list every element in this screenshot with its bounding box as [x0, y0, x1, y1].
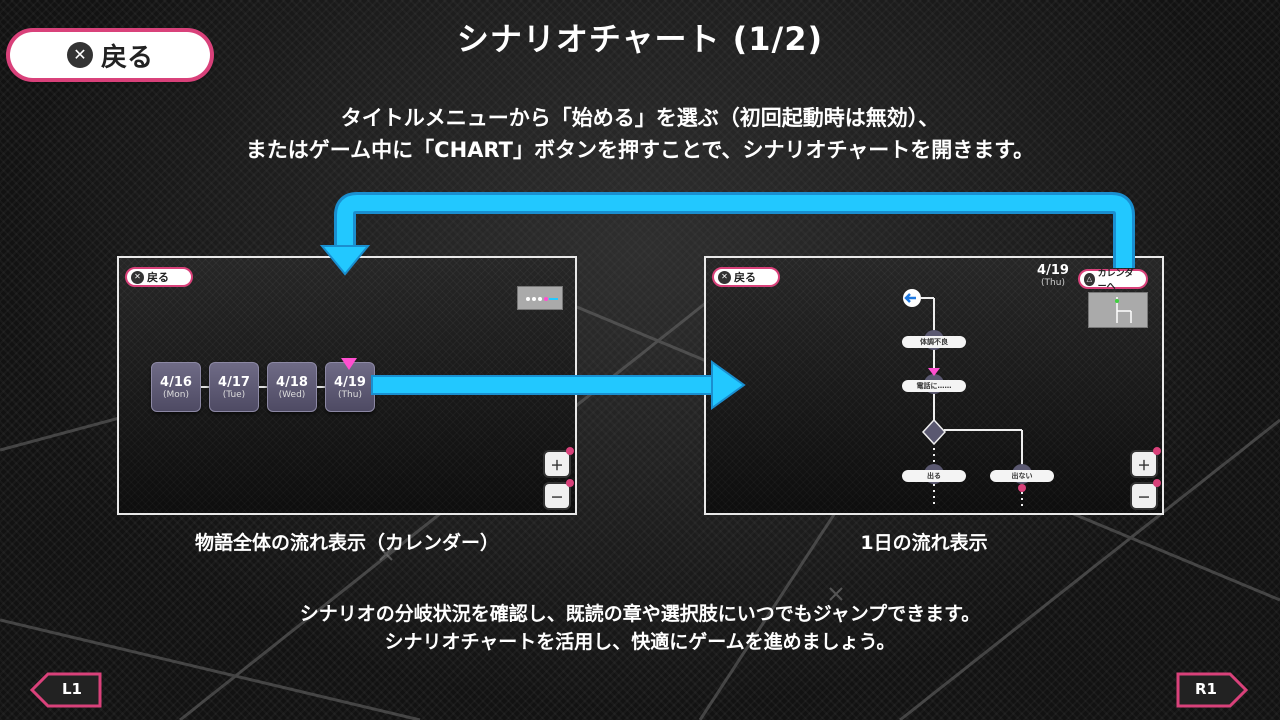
flow-node-label: 出る [902, 470, 966, 482]
back-button-label: 戻る [100, 42, 153, 73]
back-to-calendar-arrow [337, 195, 1132, 268]
day-weekday: (Wed) [278, 389, 306, 400]
flow-node-label: 電話に…… [902, 380, 966, 392]
calendar-day-card: 4/17 (Tue) [209, 362, 259, 412]
day-header-weekday: (Thu) [1041, 278, 1065, 288]
day-date: 4/16 [160, 374, 192, 390]
flow-node-label: 出ない [990, 470, 1054, 482]
to-calendar-button: △ カレンダーへ [1078, 269, 1148, 292]
day-connector [317, 386, 325, 388]
minimap-icon [1115, 297, 1132, 323]
l1-shoulder-icon [29, 672, 102, 708]
cross-button-icon: ✕ [718, 270, 731, 284]
calendar-view-caption: 物語全体の流れ表示（カレンダー） [194, 532, 499, 554]
current-position-marker-icon [928, 368, 940, 376]
day-connector [259, 386, 267, 388]
calendar-day-card-selected: 4/19 (Thu) [325, 362, 375, 412]
previous-page-l1-button[interactable]: L1 [29, 672, 104, 708]
arrow-down-head-icon [319, 245, 371, 276]
zoom-in-icon: ＋ [545, 447, 574, 476]
intro-description: タイトルメニューから「始める」を選ぶ（初回起動時は無効）、 またはゲーム中に「C… [0, 102, 1280, 166]
day-weekday: (Mon) [163, 389, 189, 400]
arrow-right-head-icon [711, 360, 746, 410]
branch-diamond-icon [921, 418, 947, 446]
r1-label: R1 [1195, 680, 1217, 698]
cross-button-icon: ✕ [131, 270, 144, 284]
next-page-r1-button[interactable]: R1 [1174, 672, 1249, 708]
open-day-arrow [371, 375, 717, 395]
triangle-button-icon: △ [1084, 272, 1095, 286]
day-date-header: 4/19 (Thu) [1031, 263, 1075, 288]
day-date: 4/19 [334, 374, 366, 390]
current-day-marker-icon [341, 358, 357, 370]
back-button[interactable]: ✕ 戻る [10, 32, 210, 78]
intro-line-2: またはゲーム中に「CHART」ボタンを押すことで、シナリオチャートを開きます。 [245, 138, 1035, 162]
day-weekday: (Thu) [338, 389, 362, 400]
day-connector [201, 386, 209, 388]
minimap-icon [526, 297, 558, 301]
unread-dot-icon [1018, 484, 1026, 492]
day-panel-back-button: ✕ 戻る [712, 267, 780, 287]
page-title: シナリオチャート (1/2) [456, 20, 824, 58]
r1-shoulder-icon [1176, 672, 1249, 708]
calendar-panel-back-label: 戻る [147, 271, 169, 284]
day-panel-back-label: 戻る [734, 271, 756, 284]
minimap-thumbnail [517, 286, 563, 310]
minimap-thumbnail [1088, 292, 1148, 328]
day-date: 4/18 [276, 374, 308, 390]
day-flow-caption: 1日の流れ表示 [860, 532, 988, 554]
intro-line-1: タイトルメニューから「始める」を選ぶ（初回起動時は無効）、 [340, 106, 940, 130]
footer-line-1: シナリオの分岐状況を確認し、既読の章や選択肢にいつでもジャンプできます。 [299, 603, 981, 625]
zoom-out-icon: － [545, 479, 574, 508]
calendar-day-card: 4/18 (Wed) [267, 362, 317, 412]
l1-label: L1 [62, 680, 82, 698]
to-calendar-label: カレンダーへ [1097, 269, 1134, 292]
day-header-date: 4/19 [1037, 263, 1069, 278]
footer-line-2: シナリオチャートを活用し、快適にゲームを進めましょう。 [384, 631, 896, 653]
day-weekday: (Tue) [222, 389, 246, 400]
calendar-day-card: 4/16 (Mon) [151, 362, 201, 412]
zoom-in-icon: ＋ [1132, 447, 1161, 476]
day-date: 4/17 [218, 374, 250, 390]
flow-node-label: 体調不良 [902, 336, 966, 348]
zoom-out-icon: － [1132, 479, 1161, 508]
cross-button-icon: ✕ [66, 42, 93, 68]
day-flow-panel: ✕ 戻る 4/19 (Thu) △ カレンダーへ 体調不良 電話に…… [704, 256, 1164, 515]
footer-description: シナリオの分岐状況を確認し、既読の章や選択肢にいつでもジャンプできます。 シナリ… [0, 600, 1280, 656]
calendar-panel-back-button: ✕ 戻る [125, 267, 193, 287]
